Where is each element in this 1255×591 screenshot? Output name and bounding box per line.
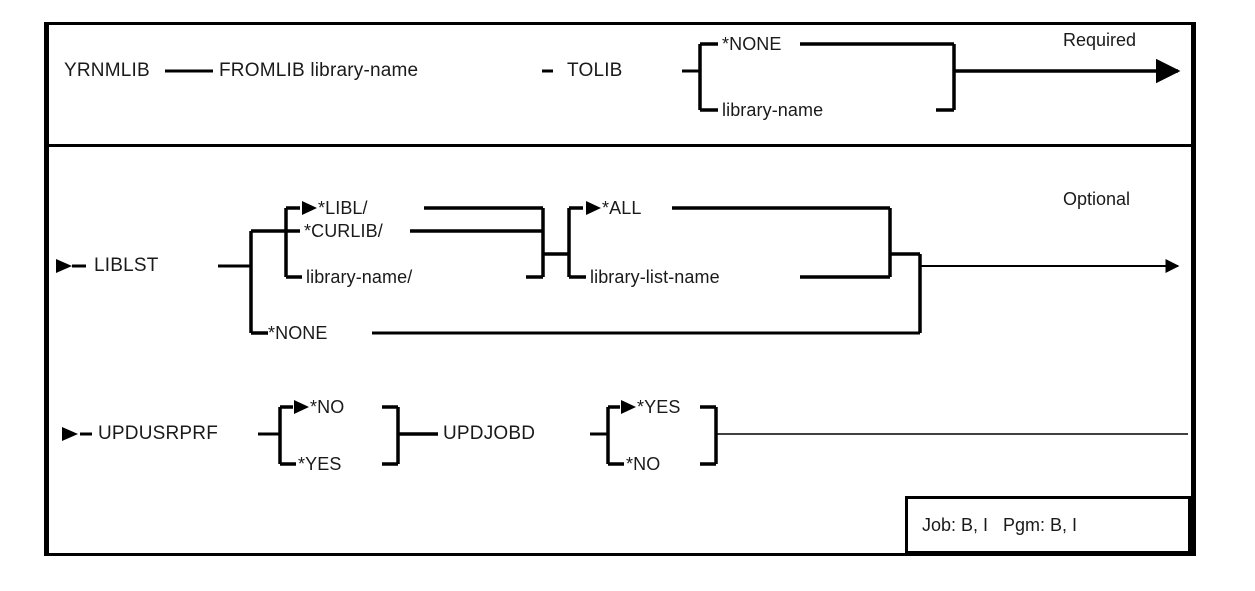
option-tolib-none: *NONE (722, 34, 782, 54)
option-tolib-library-name: library-name (722, 100, 824, 120)
footer-note-text: Job: B, I Pgm: B, I (922, 515, 1078, 535)
option-updusrprf-yes: *YES (298, 454, 342, 474)
option-liblst-libl: *LIBL/ (318, 198, 368, 218)
footer-note-box: Job: B, I Pgm: B, I (905, 496, 1191, 554)
option-liblst-all: *ALL (602, 198, 642, 218)
param-liblst: LIBLST (94, 255, 159, 276)
option-liblst-library-name: library-name/ (306, 267, 413, 287)
frame-border-left (44, 22, 49, 556)
side-label-required: Required (1063, 30, 1137, 50)
option-updjobd-no: *NO (626, 454, 661, 474)
option-liblst-none: *NONE (268, 323, 328, 343)
option-liblst-curlib: *CURLIB/ (304, 221, 383, 241)
frame-border-right (1191, 22, 1196, 556)
frame-border-bottom (44, 553, 1196, 556)
frame-section-divider (44, 144, 1196, 147)
option-updusrprf-no: *NO (310, 397, 345, 417)
param-tolib: TOLIB (567, 60, 623, 81)
frame-border-top (44, 22, 1196, 25)
diagram-frame (44, 22, 1196, 556)
param-updjobd: UPDJOBD (443, 423, 536, 444)
param-fromlib-library-name: FROMLIB library-name (219, 60, 419, 81)
param-updusrprf: UPDUSRPRF (98, 423, 219, 444)
option-liblst-library-list-name: library-list-name (590, 267, 720, 287)
option-updjobd-yes: *YES (637, 397, 681, 417)
side-label-optional: Optional (1063, 189, 1131, 209)
command-label-yrnmlib: YRNMLIB (64, 60, 150, 81)
